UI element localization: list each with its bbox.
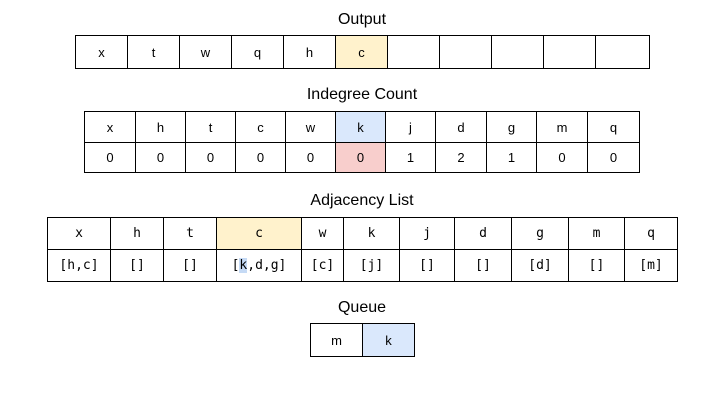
adjacency-node-cell: g bbox=[511, 217, 569, 250]
queue-title: Queue bbox=[337, 299, 387, 316]
adjacency-list-cell: [] bbox=[454, 249, 512, 282]
indegree-node-cell: h bbox=[135, 111, 186, 143]
adjacency-list-cell: [] bbox=[110, 249, 164, 282]
indegree-node-cell: k bbox=[335, 111, 386, 143]
adjacency-node-cell: m bbox=[568, 217, 625, 250]
queue-cell: m bbox=[310, 323, 363, 357]
output-cell: x bbox=[75, 35, 128, 69]
adjacency-node-cell: k bbox=[343, 217, 400, 250]
indegree-count-cell: 1 bbox=[486, 142, 537, 173]
indegree-title: Indegree Count bbox=[306, 86, 418, 103]
indegree-count-cell: 0 bbox=[536, 142, 588, 173]
indegree-count-cell: 1 bbox=[385, 142, 436, 173]
indegree-count-cell: 0 bbox=[185, 142, 236, 173]
adjacency-list-cell: [d] bbox=[511, 249, 569, 282]
adjacency-list-cell: [] bbox=[399, 249, 455, 282]
indegree-node-cell: x bbox=[84, 111, 136, 143]
adjacency-list-cell: [j] bbox=[343, 249, 400, 282]
adjacency-node-cell: c bbox=[216, 217, 302, 250]
queue-cell: k bbox=[362, 323, 415, 357]
adjacency-list-cell: [] bbox=[568, 249, 625, 282]
indegree-node-cell: w bbox=[285, 111, 336, 143]
output-cell: q bbox=[231, 35, 284, 69]
adjacency-list-cell: [k,d,g] bbox=[216, 249, 302, 282]
adjacency-node-cell: t bbox=[163, 217, 217, 250]
output-cell bbox=[543, 35, 596, 69]
output-cell bbox=[439, 35, 492, 69]
indegree-count-cell: 0 bbox=[335, 142, 386, 173]
adjacency-list-cell: [h,c] bbox=[47, 249, 111, 282]
adjacency-list-cell: [m] bbox=[624, 249, 678, 282]
current-neighbor-mark: k bbox=[239, 258, 248, 273]
indegree-count-cell: 0 bbox=[235, 142, 286, 173]
adjacency-node-cell: x bbox=[47, 217, 111, 250]
adjacency-list-cell: [] bbox=[163, 249, 217, 282]
output-cell: w bbox=[179, 35, 232, 69]
indegree-count-cell: 2 bbox=[435, 142, 487, 173]
output-cell bbox=[491, 35, 544, 69]
adjacency-node-cell: w bbox=[301, 217, 344, 250]
adjacency-list-row: [h,c][][][k,d,g][c][j][][][d][][m] bbox=[47, 249, 678, 282]
adjacency-node-cell: h bbox=[110, 217, 164, 250]
adjacency-title: Adjacency List bbox=[310, 192, 414, 209]
adjacency-node-cell: j bbox=[399, 217, 455, 250]
indegree-count-cell: 0 bbox=[135, 142, 186, 173]
indegree-count-cell: 0 bbox=[84, 142, 136, 173]
indegree-node-cell: q bbox=[587, 111, 640, 143]
output-cell bbox=[387, 35, 440, 69]
indegree-count-cell: 0 bbox=[587, 142, 640, 173]
indegree-node-cell: g bbox=[486, 111, 537, 143]
indegree-node-cell: m bbox=[536, 111, 588, 143]
output-cell: t bbox=[127, 35, 180, 69]
output-cell: c bbox=[335, 35, 388, 69]
indegree-count-cell: 0 bbox=[285, 142, 336, 173]
output-title: Output bbox=[337, 11, 387, 28]
output-cell bbox=[595, 35, 650, 69]
indegree-node-cell: t bbox=[185, 111, 236, 143]
indegree-node-cell: d bbox=[435, 111, 487, 143]
adjacency-node-cell: d bbox=[454, 217, 512, 250]
indegree-node-cell: c bbox=[235, 111, 286, 143]
indegree-node-cell: j bbox=[385, 111, 436, 143]
output-cell: h bbox=[283, 35, 336, 69]
adjacency-list-cell: [c] bbox=[301, 249, 344, 282]
adjacency-node-cell: q bbox=[624, 217, 678, 250]
